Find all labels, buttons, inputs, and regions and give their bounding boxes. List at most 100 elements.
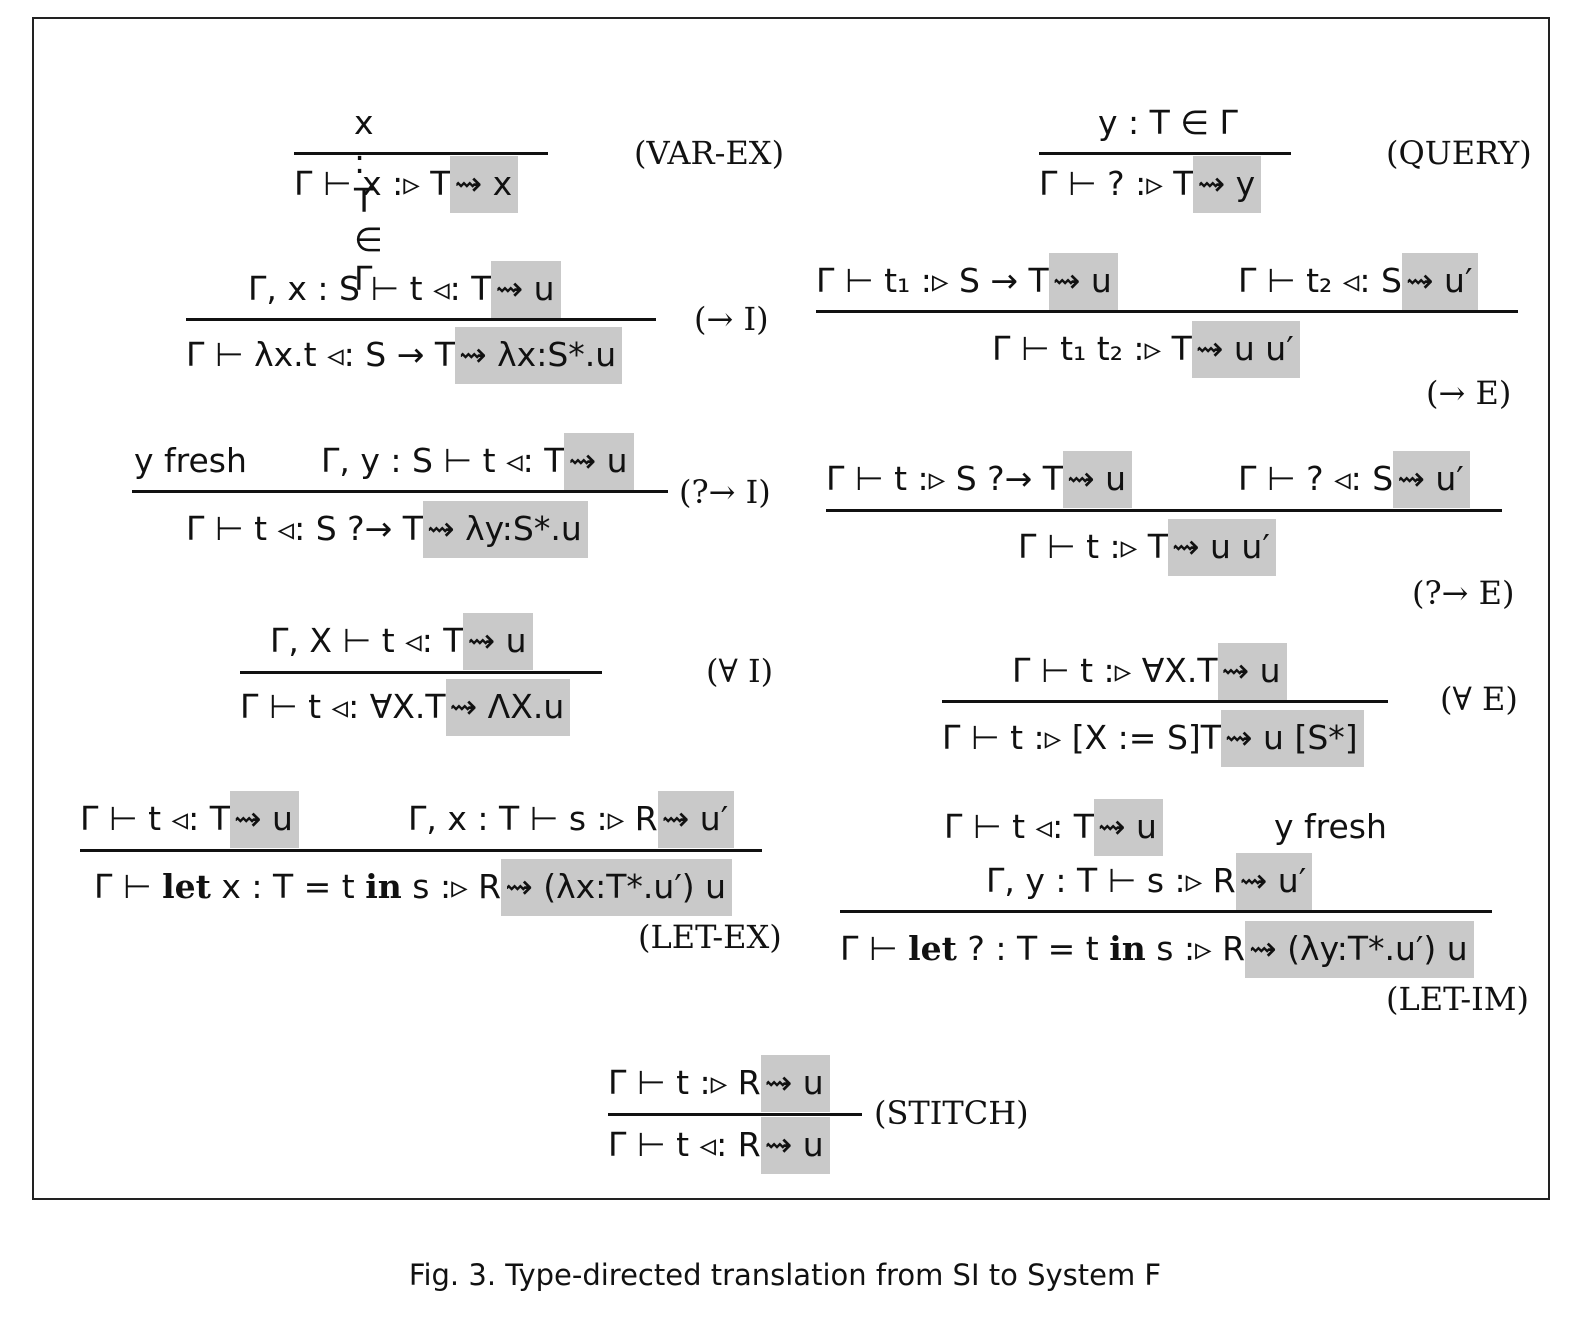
premise-2: Γ ⊢ ? ◃: S⇝ u′ — [1238, 451, 1470, 508]
conclusion: Γ ⊢ let x : T = t in s :▹ R⇝ (λx:T*.u′) … — [94, 859, 733, 916]
conclusion-judgment: Γ ⊢ λx.t ◃: S → T — [186, 335, 455, 374]
conclusion-judgment: Γ ⊢ t :▹ [X := S]T — [942, 718, 1221, 757]
keyword-in: in — [365, 867, 402, 906]
premise-2: Γ, y : S ⊢ t ◃: T⇝ u — [321, 433, 634, 490]
premise-fresh: y fresh — [134, 441, 247, 480]
premise-2: Γ ⊢ t₂ ◃: S⇝ u′ — [1238, 253, 1479, 310]
translation-highlight: ⇝ ΛX.u — [445, 679, 571, 736]
premise: Γ ⊢ t :▹ ∀X.T⇝ u — [1012, 643, 1287, 700]
translation-highlight: ⇝ u — [491, 261, 561, 318]
translation-highlight: ⇝ u′ — [1235, 853, 1313, 910]
conclusion: Γ ⊢ ? :▹ T⇝ y — [1039, 156, 1262, 213]
premise-judgment: Γ ⊢ t₂ ◃: S — [1238, 261, 1402, 300]
translation-highlight: ⇝ u — [1048, 253, 1118, 310]
conclusion-context: Γ ⊢ — [840, 929, 909, 968]
rule-name: (→ E) — [1426, 374, 1512, 412]
conclusion: Γ ⊢ t ◃: ∀X.T⇝ ΛX.u — [240, 679, 571, 736]
translation-highlight: ⇝ (λx:T*.u′) u — [501, 859, 733, 916]
premise-judgment: Γ ⊢ t ◃: T — [80, 799, 230, 838]
translation-highlight: ⇝ y — [1193, 156, 1262, 213]
translation-highlight: ⇝ u′ — [1401, 253, 1479, 310]
conclusion: Γ ⊢ t ◃: R⇝ u — [608, 1117, 830, 1174]
conclusion-judgment: Γ ⊢ t ◃: ∀X.T — [240, 687, 446, 726]
inference-bar — [240, 671, 602, 674]
figure-box: x : T ∈ Γ Γ ⊢ x :▹ T⇝ x (VAR-EX) y : T ∈… — [32, 17, 1550, 1200]
conclusion-binding: ? : T = t — [956, 929, 1110, 968]
premise: x : T ∈ Γ — [354, 103, 383, 298]
conclusion-binding: x : T = t — [210, 867, 366, 906]
inference-bar — [1039, 152, 1291, 155]
translation-highlight: ⇝ u u′ — [1191, 321, 1300, 378]
translation-highlight: ⇝ x — [450, 156, 519, 213]
keyword-let: let — [162, 867, 211, 906]
premise-1: Γ ⊢ t ◃: T⇝ u — [944, 799, 1163, 856]
premise-judgment: Γ, y : T ⊢ s :▹ R — [986, 861, 1236, 900]
inference-bar — [942, 700, 1388, 703]
rule-name: (STITCH) — [874, 1094, 1029, 1132]
conclusion-body: s :▹ R — [1145, 929, 1246, 968]
translation-highlight: ⇝ λy:S*.u — [422, 501, 588, 558]
inference-bar — [132, 490, 668, 493]
translation-highlight: ⇝ u — [760, 1117, 830, 1174]
premise-1: Γ ⊢ t :▹ S ?→ T⇝ u — [826, 451, 1133, 508]
translation-highlight: ⇝ u — [1217, 643, 1287, 700]
inference-bar — [294, 152, 548, 155]
conclusion-judgment: Γ ⊢ x :▹ T — [294, 164, 451, 203]
translation-highlight: ⇝ λx:S*.u — [455, 327, 623, 384]
premise-judgment: Γ ⊢ t₁ :▹ S → T — [816, 261, 1049, 300]
premise-1: Γ ⊢ t ◃: T⇝ u — [80, 791, 299, 848]
premise-judgment: Γ, y : S ⊢ t ◃: T — [321, 441, 565, 480]
rule-name: (QUERY) — [1386, 134, 1532, 172]
premise: Γ, X ⊢ t ◃: T⇝ u — [270, 613, 533, 670]
conclusion: Γ ⊢ let ? : T = t in s :▹ R⇝ (λy:T*.u′) … — [840, 921, 1474, 978]
premise-judgment: Γ ⊢ ? ◃: S — [1238, 459, 1394, 498]
premise-judgment: Γ, x : T ⊢ s :▹ R — [408, 799, 658, 838]
conclusion-body: s :▹ R — [401, 867, 502, 906]
translation-highlight: ⇝ u′ — [657, 791, 735, 848]
rule-name: (∀ E) — [1440, 680, 1518, 718]
premise-judgment: Γ ⊢ t :▹ S ?→ T — [826, 459, 1063, 498]
inference-bar — [826, 509, 1502, 512]
translation-highlight: ⇝ u — [564, 433, 634, 490]
conclusion-judgment: Γ ⊢ t ◃: S ?→ T — [186, 509, 423, 548]
translation-highlight: ⇝ u [S*] — [1220, 710, 1364, 767]
rule-name: (?→ E) — [1412, 574, 1515, 612]
translation-highlight: ⇝ u u′ — [1167, 519, 1276, 576]
translation-highlight: ⇝ u — [760, 1055, 830, 1112]
premise: Γ ⊢ t :▹ R⇝ u — [608, 1055, 830, 1112]
figure-caption: Fig. 3. Type-directed translation from S… — [408, 1258, 1162, 1292]
translation-highlight: ⇝ u — [1093, 799, 1163, 856]
conclusion-judgment: Γ ⊢ ? :▹ T — [1039, 164, 1194, 203]
premise-judgment: Γ ⊢ t ◃: T — [944, 807, 1094, 846]
rule-name: (LET-EX) — [638, 918, 782, 956]
conclusion: Γ ⊢ t :▹ [X := S]T⇝ u [S*] — [942, 710, 1364, 767]
premise: y : T ∈ Γ — [1098, 103, 1238, 142]
keyword-let: let — [908, 929, 957, 968]
inference-bar — [608, 1113, 862, 1116]
inference-bar — [186, 318, 656, 321]
rule-name: (∀ I) — [706, 652, 774, 690]
premise-judgment: Γ ⊢ t :▹ ∀X.T — [1012, 651, 1218, 690]
premise-fresh: y fresh — [1274, 807, 1387, 846]
inference-bar — [816, 310, 1518, 313]
translation-highlight: ⇝ u′ — [1393, 451, 1470, 508]
premise-2: Γ, x : T ⊢ s :▹ R⇝ u′ — [408, 791, 735, 848]
translation-highlight: ⇝ (λy:T*.u′) u — [1245, 921, 1474, 978]
premise-judgment: Γ, X ⊢ t ◃: T — [270, 621, 464, 660]
inference-bar — [840, 910, 1492, 913]
conclusion-judgment: Γ ⊢ t₁ t₂ :▹ T — [992, 329, 1192, 368]
premise-judgment: Γ ⊢ t :▹ R — [608, 1063, 761, 1102]
inference-bar — [80, 849, 762, 852]
conclusion: Γ ⊢ λx.t ◃: S → T⇝ λx:S*.u — [186, 327, 623, 384]
premise: Γ, x : S ⊢ t ◃: T⇝ u — [248, 261, 561, 318]
premise-1: Γ ⊢ t₁ :▹ S → T⇝ u — [816, 253, 1118, 310]
conclusion: Γ ⊢ x :▹ T⇝ x — [294, 156, 519, 213]
rule-name: (→ I) — [694, 300, 769, 338]
rule-name: (LET-IM) — [1386, 980, 1530, 1018]
conclusion: Γ ⊢ t :▹ T⇝ u u′ — [1018, 519, 1276, 576]
premise-judgment: Γ, x : S ⊢ t ◃: T — [248, 269, 492, 308]
rule-name: (?→ I) — [679, 473, 771, 511]
conclusion-judgment: Γ ⊢ t :▹ T — [1018, 527, 1168, 566]
keyword-in: in — [1109, 929, 1146, 968]
conclusion-judgment: Γ ⊢ t ◃: R — [608, 1125, 761, 1164]
